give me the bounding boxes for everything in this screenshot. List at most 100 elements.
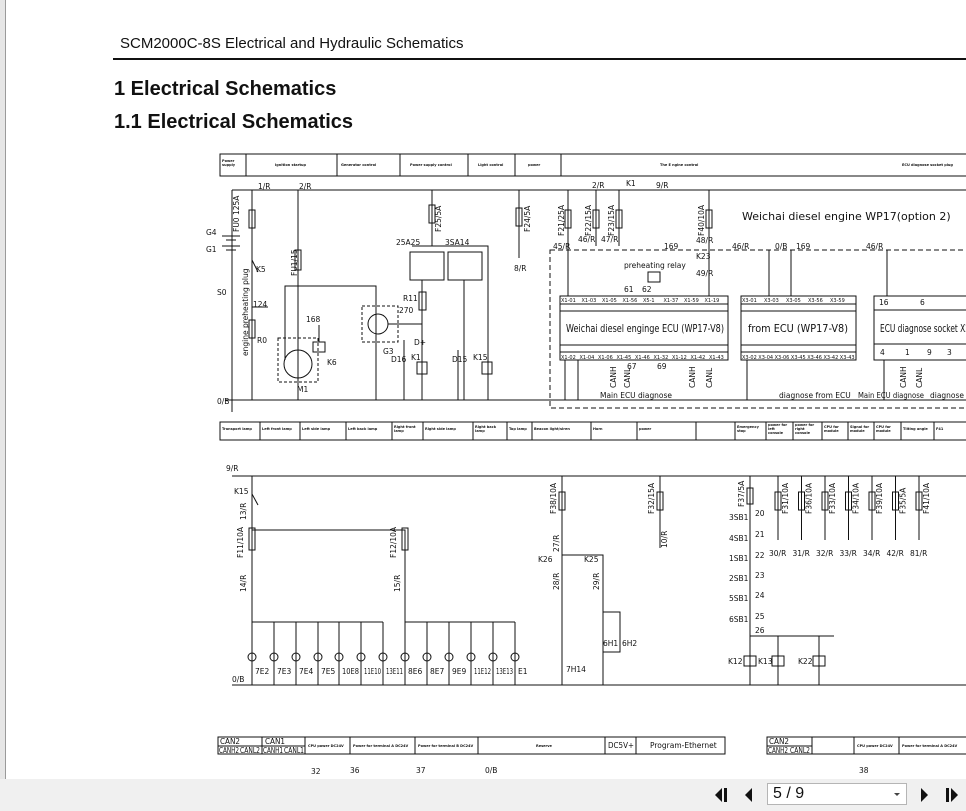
ecu-pin-label: X3-43: [840, 355, 855, 361]
can-label: CANH: [609, 366, 618, 388]
cell-line: Generator control: [341, 163, 376, 167]
lamp-icon: [422, 652, 432, 662]
terminal-label: 23: [755, 571, 765, 580]
lamp-label: 7E2: [255, 667, 270, 676]
wire-label: 8/R: [514, 264, 527, 273]
table-cell: Ignition startup: [275, 163, 306, 167]
ecu-pin-label: X1-01: [561, 298, 576, 304]
relay-label: K13: [758, 657, 773, 666]
component-label: K1: [411, 353, 421, 362]
lamp-label: 9E9: [452, 667, 467, 676]
cell-line: ECU diagnose socket plug: [902, 163, 953, 167]
relay-label: K22: [798, 657, 813, 666]
cell-line: stop: [737, 429, 746, 433]
top-circuit: [222, 189, 966, 412]
lamp-icon: [334, 652, 344, 662]
component-label: 3SA14: [445, 238, 470, 247]
lamp-icon: [444, 652, 454, 662]
terminal-label: D+: [414, 338, 426, 347]
lamp-label: E1: [518, 667, 528, 676]
next-page-button[interactable]: [915, 786, 933, 804]
document-header: SCM2000C-8S Electrical and Hydraulic Sch…: [120, 35, 464, 52]
wire-label: 9/R: [226, 464, 239, 473]
lamp-label: 8E7: [430, 667, 445, 676]
fuse-label: F22/15A: [584, 204, 593, 236]
can-label: CANL: [915, 367, 924, 388]
table-cell: Generator control: [341, 163, 376, 167]
cell-line: Power for terminal A DC24V: [902, 744, 958, 748]
terminal-label: 22: [755, 551, 765, 560]
cell-line: CPU for: [824, 425, 839, 429]
wire-label: 27/R: [552, 535, 561, 552]
table-cell: Left front lamp: [262, 427, 292, 431]
ecu-pin-label: X1-06: [598, 355, 613, 361]
first-page-button[interactable]: [713, 786, 731, 804]
socket-pin-label: 1: [905, 348, 910, 357]
fuse-icon: [821, 491, 829, 511]
diagnose-label: diagnose from ECU: [779, 391, 851, 400]
terminal-label: 24: [755, 591, 765, 600]
lamp-label: 13E11: [386, 667, 403, 676]
cell-line: The E ngine control: [660, 163, 698, 167]
fuse-label: F35/5A: [899, 487, 908, 514]
cell-line: right: [795, 427, 805, 431]
wire-label: 45/R: [553, 242, 570, 251]
wire-label: 69: [657, 362, 667, 371]
terminal-label: 20: [755, 509, 765, 518]
lamp-label: 7H14: [566, 665, 586, 674]
switch-label: 1SB1: [729, 554, 749, 563]
section-heading: 1 Electrical Schematics: [114, 78, 337, 100]
wire-label: 169: [796, 242, 811, 251]
cell-line: power for: [795, 423, 814, 427]
wire-label: 81/R: [910, 549, 927, 558]
cell-line: Power supply control: [410, 163, 452, 167]
table-cell: CAN2: [769, 737, 789, 746]
lamp-icon: [400, 652, 410, 662]
fuse-icon: [774, 491, 782, 511]
table-cell: Top lamp: [509, 427, 527, 431]
ecu-pin-label: X3-59: [830, 298, 845, 304]
component-label: 25A25: [396, 238, 420, 247]
ecu-pin-label: X1-43: [709, 355, 724, 361]
table-cell: Program-Ethernet: [650, 741, 717, 750]
ecu-pin-label: X1-04: [580, 355, 595, 361]
page-select[interactable]: 5 / 9: [767, 783, 907, 805]
fuse-label: F40/10A: [697, 204, 706, 236]
bottom-circuit-labels: 9/R K15 0/B K26 K25 6H1 6H2 7H14 3SB1 4S…: [226, 464, 813, 684]
cell-line: console: [795, 431, 811, 435]
wire-label: 33/R: [840, 549, 857, 558]
wire-label: 32: [311, 767, 321, 776]
component-label: K25: [584, 555, 599, 564]
fuse-icon: [845, 491, 852, 511]
cell-line: Left side lamp: [302, 427, 331, 431]
cell-line: power: [639, 427, 652, 431]
wire-label: 32/R: [816, 549, 833, 558]
horn-label: 6H1: [603, 639, 618, 648]
wire-label: 29/R: [592, 573, 601, 590]
fuse-label: F39/10A: [875, 482, 884, 514]
subsection-heading: 1.1 Electrical Schematics: [114, 111, 354, 133]
ecu-pin-label: X3-06: [775, 355, 790, 361]
ecu-pin-label: X1-02: [561, 355, 576, 361]
ecu-pin-label: X1-45: [617, 355, 632, 361]
ecu-pin-label: X1-03: [582, 298, 597, 304]
switch-label: 3SB1: [729, 513, 749, 522]
switch-label: 6SB1: [729, 615, 749, 624]
previous-page-button[interactable]: [740, 786, 758, 804]
cell-line: CPU for: [876, 425, 891, 429]
cell-line: Horn: [593, 427, 603, 431]
last-page-button[interactable]: [942, 786, 960, 804]
cell-line: CPU power DC24V: [857, 744, 893, 748]
table-cell: power: [528, 163, 541, 167]
ecu-pin-label: X1-56: [623, 298, 638, 304]
cell-line: power for: [768, 423, 787, 427]
switch-label: 5SB1: [729, 594, 749, 603]
component-label: D16: [391, 355, 407, 364]
